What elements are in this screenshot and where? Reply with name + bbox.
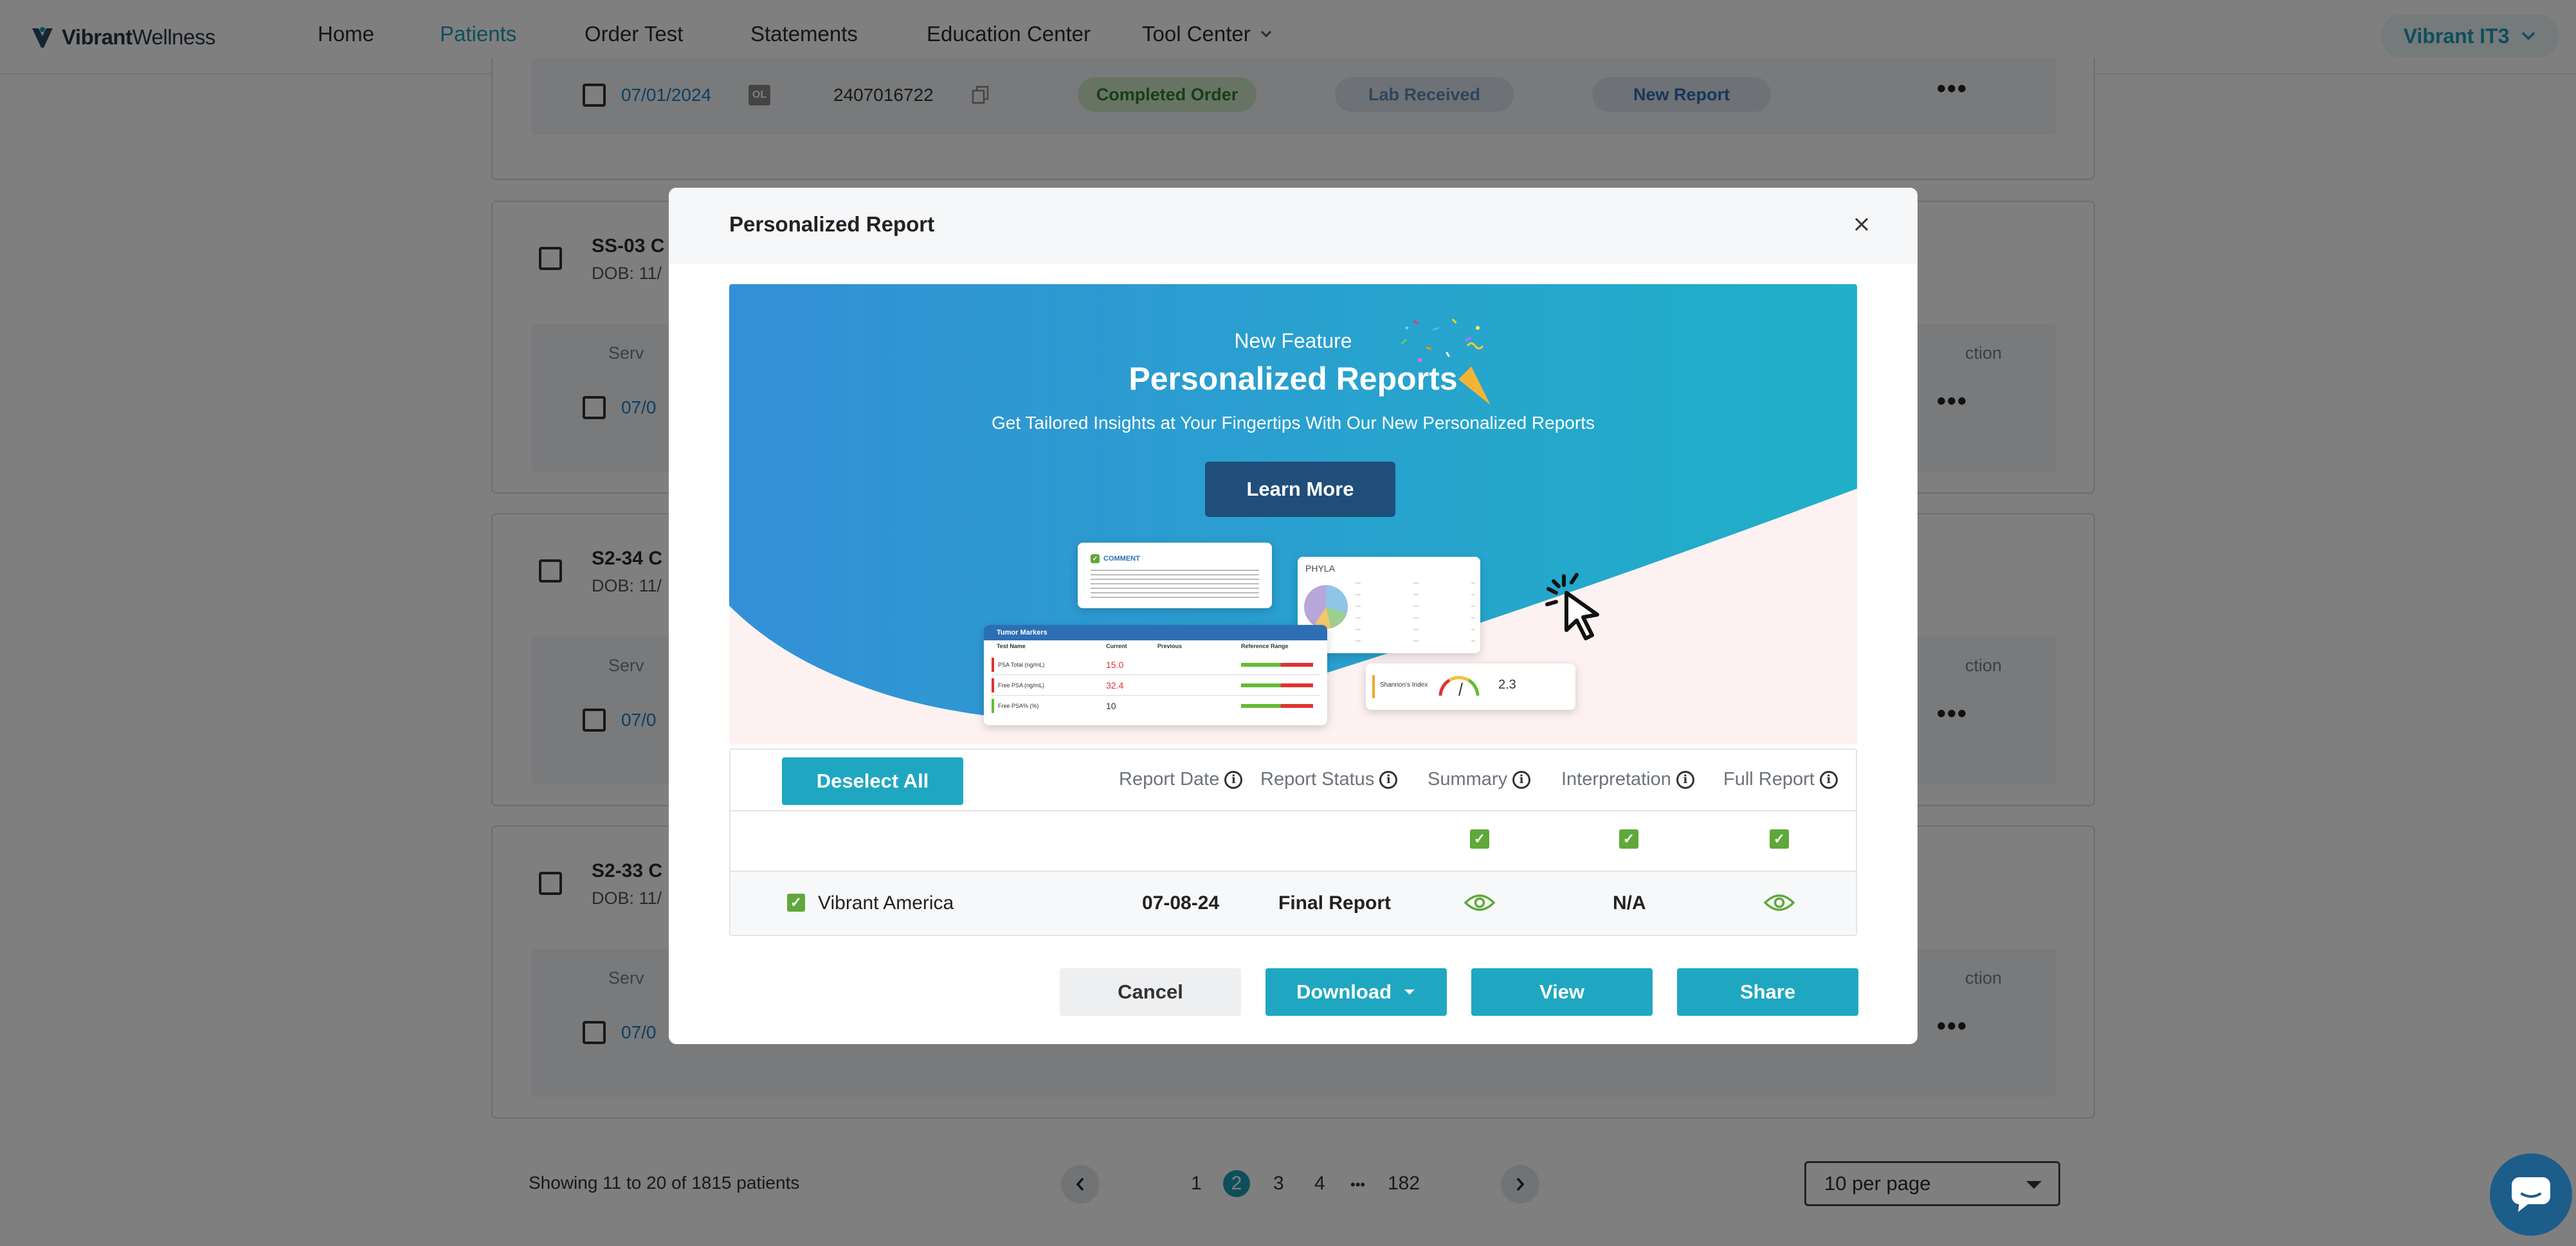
share-button[interactable]: Share [1677,968,1858,1016]
banner-subtitle: New Feature [1234,329,1352,352]
info-icon[interactable]: i [1676,770,1694,789]
party-popper-icon [1401,318,1491,405]
modal-title: Personalized Report [729,212,935,236]
shannon-index-preview-card: Shannon's Index 2.3 [1366,664,1575,710]
phyla-legend [1356,579,1475,643]
cancel-button[interactable]: Cancel [1060,968,1241,1016]
close-button[interactable] [1847,210,1876,239]
check-icon: ✓ [1091,554,1100,563]
shannon-card-title: Shannon's Index [1380,682,1428,689]
eye-icon[interactable] [1464,892,1496,913]
personalized-report-modal: Personalized Report New Feature Personal… [669,188,1918,1044]
tumor-card-title: Tumor Markers [984,625,1327,640]
select-all-interpretation-checkbox[interactable]: ✓ [1619,829,1638,849]
chat-widget-button[interactable] [2490,1153,2572,1236]
info-icon[interactable]: i [1819,770,1838,789]
deselect-all-button[interactable]: Deselect All [782,757,963,805]
comment-card-title: COMMENT [1103,555,1140,563]
row-checkbox[interactable]: ✓ [787,894,805,912]
modal-header [669,188,1918,264]
learn-more-button[interactable]: Learn More [1205,462,1395,517]
phyla-preview-card: PHYLA [1298,557,1480,653]
info-icon[interactable]: i [1512,770,1531,789]
tumor-card-rows: PSA Total (ng/mL) 15.0 Free PSA (ng/mL) … [992,655,1320,716]
chat-bubble-icon [2512,1177,2550,1212]
banner-description: Get Tailored Insights at Your Fingertips… [992,413,1595,433]
caret-down-icon [1404,989,1415,995]
column-header-full-report: Full Report i [1723,769,1838,790]
banner-title: Personalized Reports [1129,361,1458,397]
select-all-full-report-checkbox[interactable]: ✓ [1770,829,1789,849]
divider [730,871,1856,872]
report-status-value: Final Report [1278,892,1392,914]
column-header-report-date: Report Date i [1119,769,1243,790]
report-row [730,872,1856,935]
view-button[interactable]: View [1471,968,1653,1016]
download-button[interactable]: Download [1265,968,1447,1016]
column-header-report-status: Report Status i [1260,769,1398,790]
divider [730,810,1856,811]
interpretation-value: N/A [1613,892,1646,914]
comment-preview-card: ✓ COMMENT [1078,543,1272,608]
gauge-icon [1438,676,1480,696]
eye-icon[interactable] [1763,892,1795,913]
comment-text-lines [1091,570,1259,599]
select-all-summary-checkbox[interactable]: ✓ [1470,829,1489,849]
feature-banner: New Feature Personalized Reports Get Tai… [729,284,1857,745]
close-icon [1855,217,1869,231]
report-table: Deselect All Report Date i Report Status… [729,748,1857,936]
lab-name: Vibrant America [818,892,954,914]
report-date-value: 07-08-24 [1142,892,1220,914]
cursor-click-icon [1545,573,1599,640]
info-icon[interactable]: i [1379,770,1398,789]
tumor-markers-preview-card: Tumor Markers Test Name Current Previous… [984,625,1327,725]
tumor-card-header: Test Name Current Previous Reference Ran… [997,643,1289,649]
phyla-pie-icon [1304,585,1348,629]
shannon-value: 2.3 [1498,678,1516,692]
info-icon[interactable]: i [1224,770,1243,789]
column-header-interpretation: Interpretation i [1561,769,1694,790]
phyla-card-title: PHYLA [1305,563,1335,573]
column-header-summary: Summary i [1428,769,1531,790]
